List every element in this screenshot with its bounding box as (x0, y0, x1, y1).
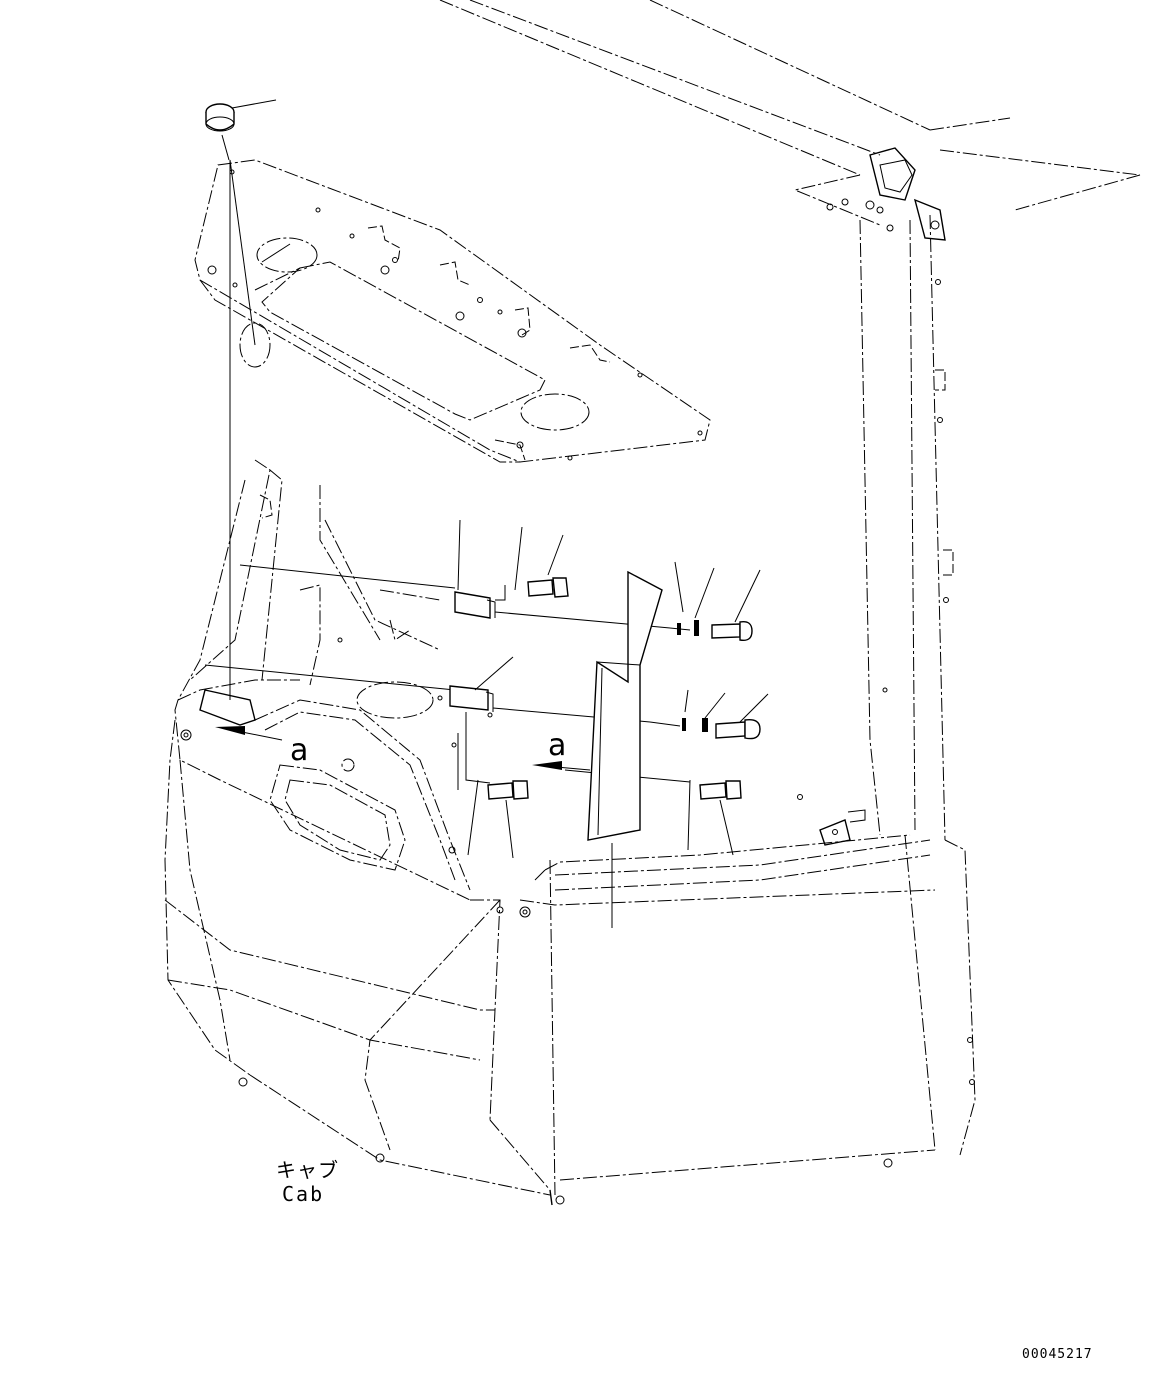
cab-label-japanese: キャブ (276, 1158, 339, 1182)
cab-label-english: Cab (282, 1182, 324, 1206)
ceiling-panel (194, 159, 711, 463)
upper-fastener-row (239, 519, 761, 641)
reference-arrow-left (215, 726, 283, 741)
left-console (174, 679, 471, 901)
middle-fastener-row (204, 656, 769, 784)
cover-plate-part (587, 570, 663, 928)
reference-arrow-right (532, 761, 591, 771)
cab-frame-outline (439, 0, 1141, 1156)
floor-bracket (819, 809, 866, 846)
left-pillar-and-console (177, 459, 803, 800)
cab-lower-body (164, 719, 936, 1206)
roof-corner-bracket (826, 147, 946, 241)
pillar-holes (882, 279, 975, 1085)
ref-mark-a-right: a (548, 728, 566, 763)
rubber-plug-part (205, 99, 277, 700)
lower-right-bolts (564, 769, 742, 856)
document-number: 00045217 (1022, 1347, 1093, 1362)
ref-mark-a-left: a (290, 733, 308, 768)
lower-left-bolts (457, 733, 529, 859)
